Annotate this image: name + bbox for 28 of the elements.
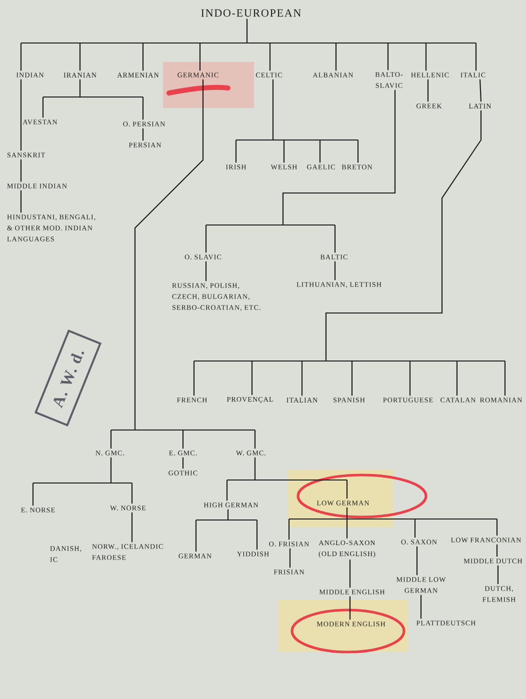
tree-line [427,79,429,102]
tree-line [131,512,133,542]
tree-line [32,456,133,506]
tree-line [205,261,207,282]
tree-line [42,78,144,120]
tree-line [20,18,477,71]
tree-line [288,506,498,540]
tree-line [193,110,506,396]
tree-line [142,128,144,141]
tree-line [20,79,22,151]
tree-line [235,78,359,163]
tree-line [496,544,498,557]
tree-line [334,261,336,280]
tree-line [20,190,22,213]
tree-line [205,89,396,253]
tree-line [20,159,22,182]
tree-line [497,565,499,584]
tree-line [479,79,482,102]
tree-line [289,548,291,568]
tree-line [416,546,418,576]
tree-line [182,457,184,469]
tree-line [420,594,422,619]
tree-line [349,560,351,588]
root-label: INDO-EUROPEAN [201,9,301,17]
tree-line [349,596,351,620]
tree-line [226,456,348,501]
tree-line [195,508,258,552]
tree-line [110,78,256,449]
